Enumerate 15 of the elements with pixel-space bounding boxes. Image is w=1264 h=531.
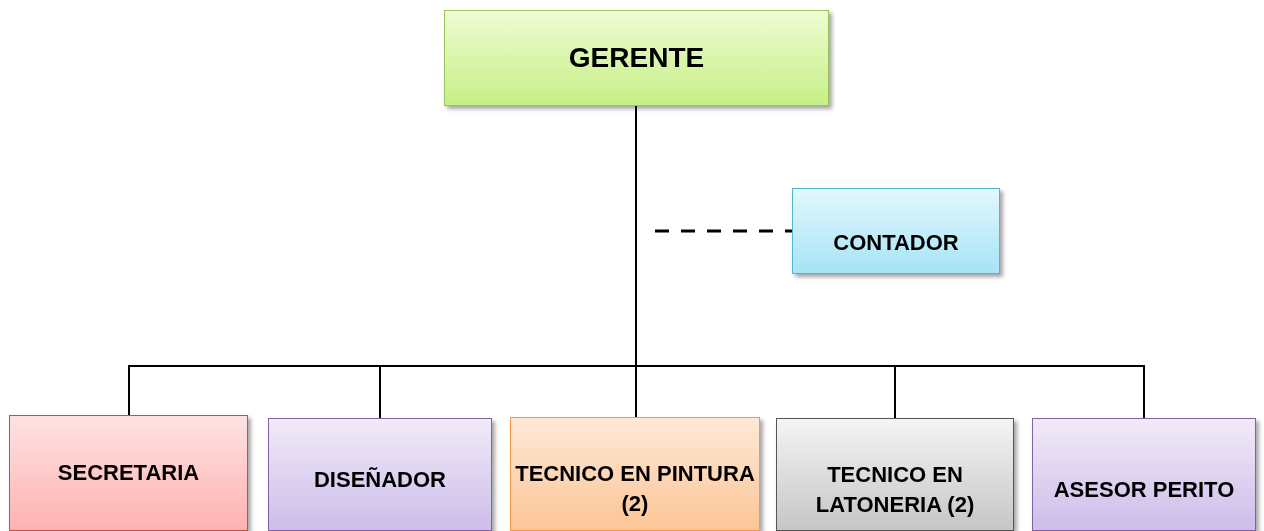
position-title: GERENTE (568, 41, 705, 76)
position-title: DISEÑADOR (314, 465, 446, 494)
dashed-connector (655, 229, 792, 233)
position-title: TECNICO EN LATONERIA (2) (814, 460, 976, 519)
position-box (776, 418, 1014, 531)
position-box (510, 417, 760, 531)
position-box (268, 418, 492, 531)
position-title: ASESOR PERITO (1053, 475, 1235, 504)
position-title: TECNICO EN PINTURA (2) (514, 460, 756, 518)
position-title: CONTADOR (833, 229, 959, 258)
position-box (1032, 418, 1256, 531)
manager-box (444, 10, 829, 106)
position-box (9, 415, 248, 531)
position-title: SECRETARIA (57, 459, 200, 488)
accountant-box (792, 188, 1000, 274)
